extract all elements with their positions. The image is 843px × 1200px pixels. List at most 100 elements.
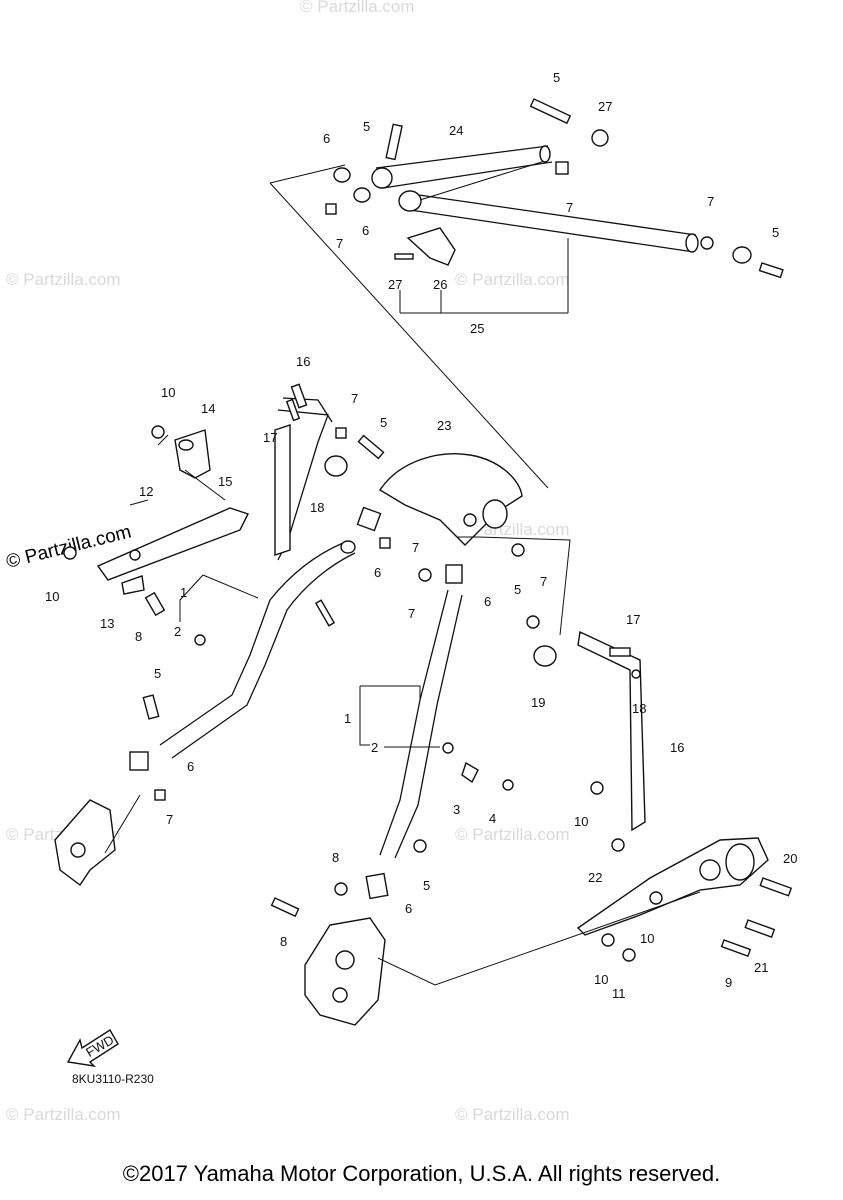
callout: 20 <box>783 851 797 866</box>
watermark: © Partzilla.com <box>300 0 415 16</box>
callout: 12 <box>139 484 153 499</box>
mount-left <box>54 799 116 887</box>
upper-bar-assembly <box>269 98 784 489</box>
callout: 22 <box>588 870 602 885</box>
bolt-2 <box>194 634 206 646</box>
nut <box>325 203 337 215</box>
callout: 18 <box>310 500 324 515</box>
joint <box>445 564 463 584</box>
callout: 8 <box>280 934 287 949</box>
callout: 10 <box>574 814 588 829</box>
watermark: © Partzilla.com <box>6 270 121 289</box>
nut <box>700 236 714 250</box>
callout: 4 <box>489 811 496 826</box>
callout: 2 <box>174 624 181 639</box>
callout: 7 <box>566 200 573 215</box>
bracket-21 <box>576 837 769 936</box>
bolt <box>142 694 160 720</box>
screw <box>631 669 641 679</box>
nut <box>418 568 432 582</box>
perspective-line <box>269 159 549 489</box>
clamp-18 <box>533 645 557 667</box>
nut <box>151 425 165 439</box>
callout: 23 <box>437 418 451 433</box>
nut <box>611 838 625 852</box>
mount-center <box>304 917 386 1026</box>
watermark: © Partzilla.com <box>455 270 570 289</box>
screw-4 <box>502 779 514 791</box>
bolt-8 <box>144 591 166 617</box>
hole <box>178 439 194 451</box>
callout: 1 <box>180 585 187 600</box>
joint <box>129 751 149 771</box>
hole <box>332 987 348 1003</box>
callout: 6 <box>484 594 491 609</box>
leader-22 <box>458 536 571 636</box>
clamp-18 <box>324 455 348 477</box>
callout: 11 <box>612 986 626 1001</box>
callout: 19 <box>531 695 545 710</box>
screw <box>314 599 336 627</box>
main-frame <box>54 383 793 1026</box>
tube-end <box>340 540 356 554</box>
callout: 1 <box>344 711 351 726</box>
leader-24 <box>399 238 569 314</box>
nut <box>335 427 347 439</box>
callout: 5 <box>553 70 560 85</box>
callout: 26 <box>433 277 447 292</box>
callout: 16 <box>296 354 310 369</box>
bolt <box>290 383 308 409</box>
pin-26 <box>394 253 414 260</box>
callout: 6 <box>405 901 412 916</box>
tube-end <box>371 167 393 189</box>
fwd-arrow-icon <box>66 1029 119 1068</box>
bolt <box>529 98 572 125</box>
callout: 7 <box>412 540 419 555</box>
watermark: © Partzilla.com <box>455 1105 570 1124</box>
fwd-arrow: FWD <box>66 1029 119 1068</box>
leader-1 <box>359 685 440 748</box>
callout: 13 <box>100 616 114 631</box>
callouts: 1 1 2 2 3 4 5 5 5 5 5 5 5 6 6 6 6 6 6 7 … <box>45 70 797 1001</box>
leader-1 <box>179 574 259 622</box>
callout: 7 <box>540 574 547 589</box>
tube-end <box>398 190 422 212</box>
callout: 6 <box>187 759 194 774</box>
collar <box>333 167 351 183</box>
callout: 3 <box>453 802 460 817</box>
callout: 7 <box>707 194 714 209</box>
callout: 17 <box>263 430 277 445</box>
callout: 7 <box>408 606 415 621</box>
tube-24 <box>404 192 697 253</box>
callout: 17 <box>626 612 640 627</box>
bolt-19 <box>759 877 793 897</box>
callout: 27 <box>388 277 402 292</box>
tube-23 <box>375 145 553 189</box>
bolt <box>609 647 631 657</box>
hole <box>335 950 355 970</box>
callout: 8 <box>135 629 142 644</box>
nut <box>649 891 663 905</box>
bracket-13 <box>174 429 211 479</box>
collar <box>353 187 371 203</box>
callout: 14 <box>201 401 215 416</box>
bracket-25 <box>406 227 456 266</box>
callout: 25 <box>470 321 484 336</box>
hole <box>129 549 141 561</box>
copyright-notice: ©2017 Yamaha Motor Corporation, U.S.A. A… <box>122 1161 721 1186</box>
nut <box>590 781 604 795</box>
hole <box>463 513 477 527</box>
left-tube <box>159 542 356 759</box>
clamp-27 <box>591 129 609 147</box>
joint <box>356 506 382 532</box>
drawing-code: 8KU3110-R230 <box>72 1072 154 1086</box>
bolt-head <box>413 839 427 853</box>
callout: 7 <box>166 812 173 827</box>
bolt-8 <box>720 939 752 958</box>
leader-13 <box>184 469 226 501</box>
tube-end <box>685 233 699 253</box>
tube-end <box>539 145 551 163</box>
bracket <box>482 499 508 529</box>
clamp-12 <box>121 575 145 595</box>
leader-mount <box>377 891 701 986</box>
